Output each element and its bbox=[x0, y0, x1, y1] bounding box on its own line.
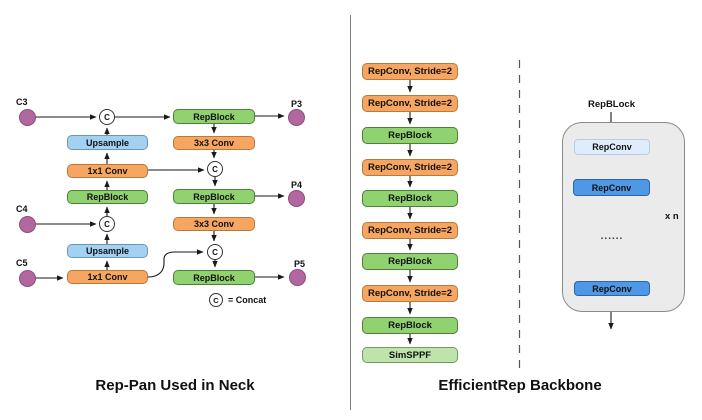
concat-node-3: C bbox=[207, 161, 223, 177]
repconv-mid-block-1: RepConv bbox=[573, 179, 650, 196]
backbone-block-simsppf: SimSPPF bbox=[362, 347, 458, 363]
repblock-detail-title: RepBLock bbox=[588, 99, 635, 110]
ellipsis-dots: ...... bbox=[600, 231, 624, 242]
c3-input-node bbox=[19, 109, 36, 126]
neck-caption: Rep-Pan Used in Neck bbox=[95, 377, 255, 394]
repconv-pale-block: RepConv bbox=[574, 139, 650, 155]
c5-label: C5 bbox=[16, 258, 28, 268]
p3-label: P3 bbox=[291, 99, 303, 109]
backbone-block-6: RepConv, Stride=2 bbox=[362, 222, 458, 239]
c3-label: C3 bbox=[16, 97, 28, 107]
backbone-block-3: RepBlock bbox=[362, 127, 458, 144]
backbone-block-9: RepBlock bbox=[362, 317, 458, 334]
c4-label: C4 bbox=[16, 204, 28, 214]
upsample-block-bottom: Upsample bbox=[67, 244, 148, 258]
repblock-p4: RepBlock bbox=[173, 189, 255, 204]
backbone-block-1: RepConv, Stride=2 bbox=[362, 63, 458, 80]
p3-output-node bbox=[288, 109, 305, 126]
backbone-block-2: RepConv, Stride=2 bbox=[362, 95, 458, 112]
c5-input-node bbox=[19, 270, 36, 287]
legend-concat-icon: C bbox=[209, 293, 223, 307]
backbone-block-8: RepConv, Stride=2 bbox=[362, 285, 458, 302]
backbone-block-5: RepBlock bbox=[362, 190, 458, 207]
p4-label: P4 bbox=[291, 180, 303, 190]
backbone-block-7: RepBlock bbox=[362, 253, 458, 270]
legend-text: = Concat bbox=[228, 295, 267, 305]
concat-node-1: C bbox=[99, 109, 115, 125]
c4-input-node bbox=[19, 216, 36, 233]
backbone-block-4: RepConv, Stride=2 bbox=[362, 159, 458, 176]
repblock-p3: RepBlock bbox=[173, 109, 255, 124]
upsample-block-top: Upsample bbox=[67, 135, 148, 150]
repconv-mid-block-2: RepConv bbox=[574, 281, 650, 296]
conv3x3-p3: 3x3 Conv bbox=[173, 136, 255, 150]
repblock-p5: RepBlock bbox=[173, 270, 255, 285]
backbone-caption: EfficientRep Backbone bbox=[438, 377, 602, 394]
concat-node-2: C bbox=[99, 216, 115, 232]
repblock-left: RepBlock bbox=[67, 190, 148, 204]
p5-label: P5 bbox=[294, 259, 306, 269]
concat-node-4: C bbox=[207, 244, 223, 260]
repeat-count-label: x n bbox=[665, 211, 679, 222]
conv1x1-block-bottom: 1x1 Conv bbox=[67, 270, 148, 284]
p4-output-node bbox=[288, 190, 305, 207]
p5-output-node bbox=[289, 269, 306, 286]
conv3x3-p4: 3x3 Conv bbox=[173, 217, 255, 231]
conv1x1-block-top: 1x1 Conv bbox=[67, 164, 148, 178]
